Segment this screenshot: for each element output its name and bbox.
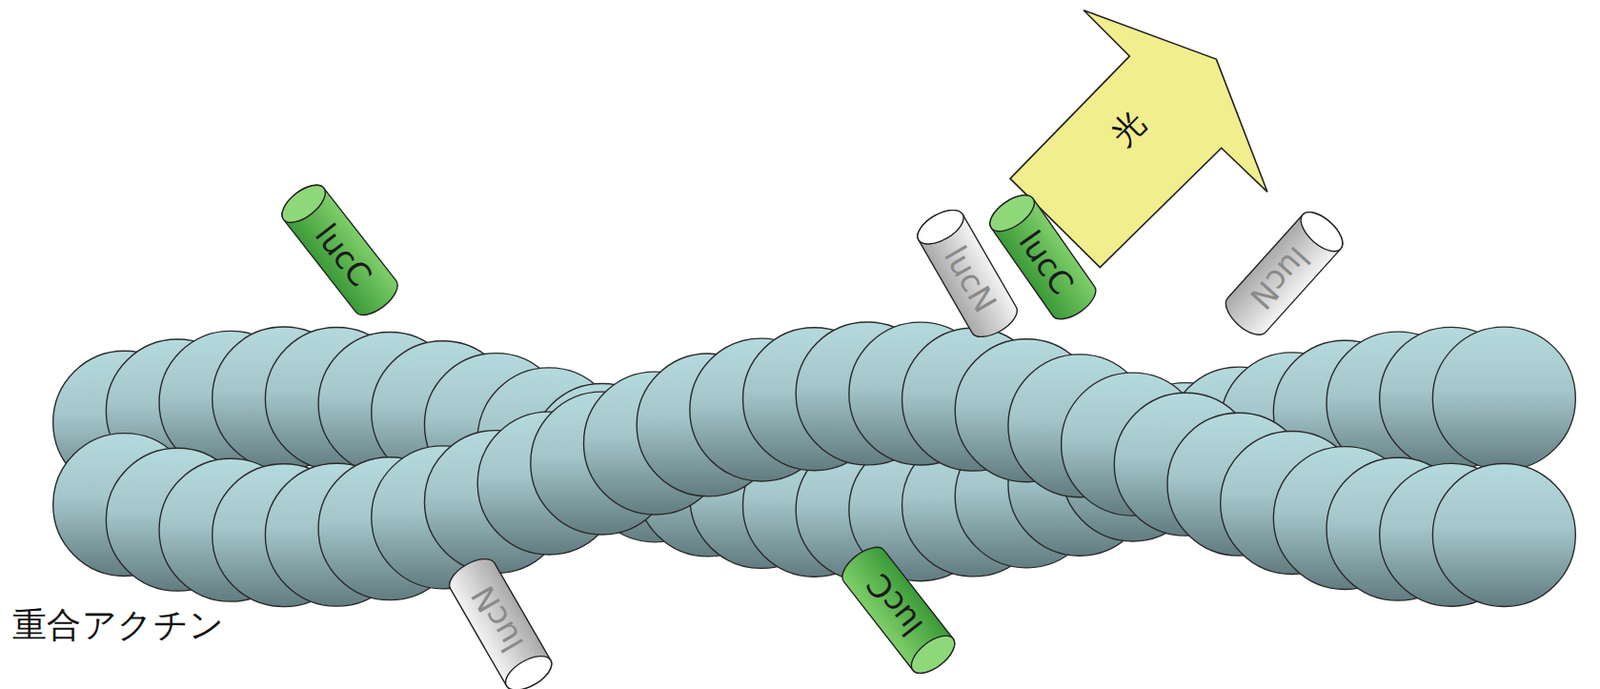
actin-strand xyxy=(53,322,1577,608)
luciferase-fragment: lucC xyxy=(835,540,961,681)
fragment-label: lucN xyxy=(443,551,557,689)
fragment-label: lucN xyxy=(1218,204,1350,342)
cylinder-body xyxy=(835,540,961,681)
fragment-label: lucC xyxy=(835,540,961,681)
luciferase-fragment: lucC xyxy=(275,178,404,323)
filament-label: 重合アクチン xyxy=(12,602,225,649)
cylinder-body xyxy=(1218,204,1350,342)
luciferase-fragment: lucN xyxy=(1218,204,1350,342)
cylinder-body xyxy=(443,551,557,689)
cylinder-body xyxy=(983,187,1102,326)
fragment-label: lucC xyxy=(275,178,404,323)
cylinder-body xyxy=(275,178,404,323)
luciferase-fragment: lucN xyxy=(443,551,557,689)
actin-monomer xyxy=(1432,326,1576,470)
actin-monomer xyxy=(1432,464,1576,608)
